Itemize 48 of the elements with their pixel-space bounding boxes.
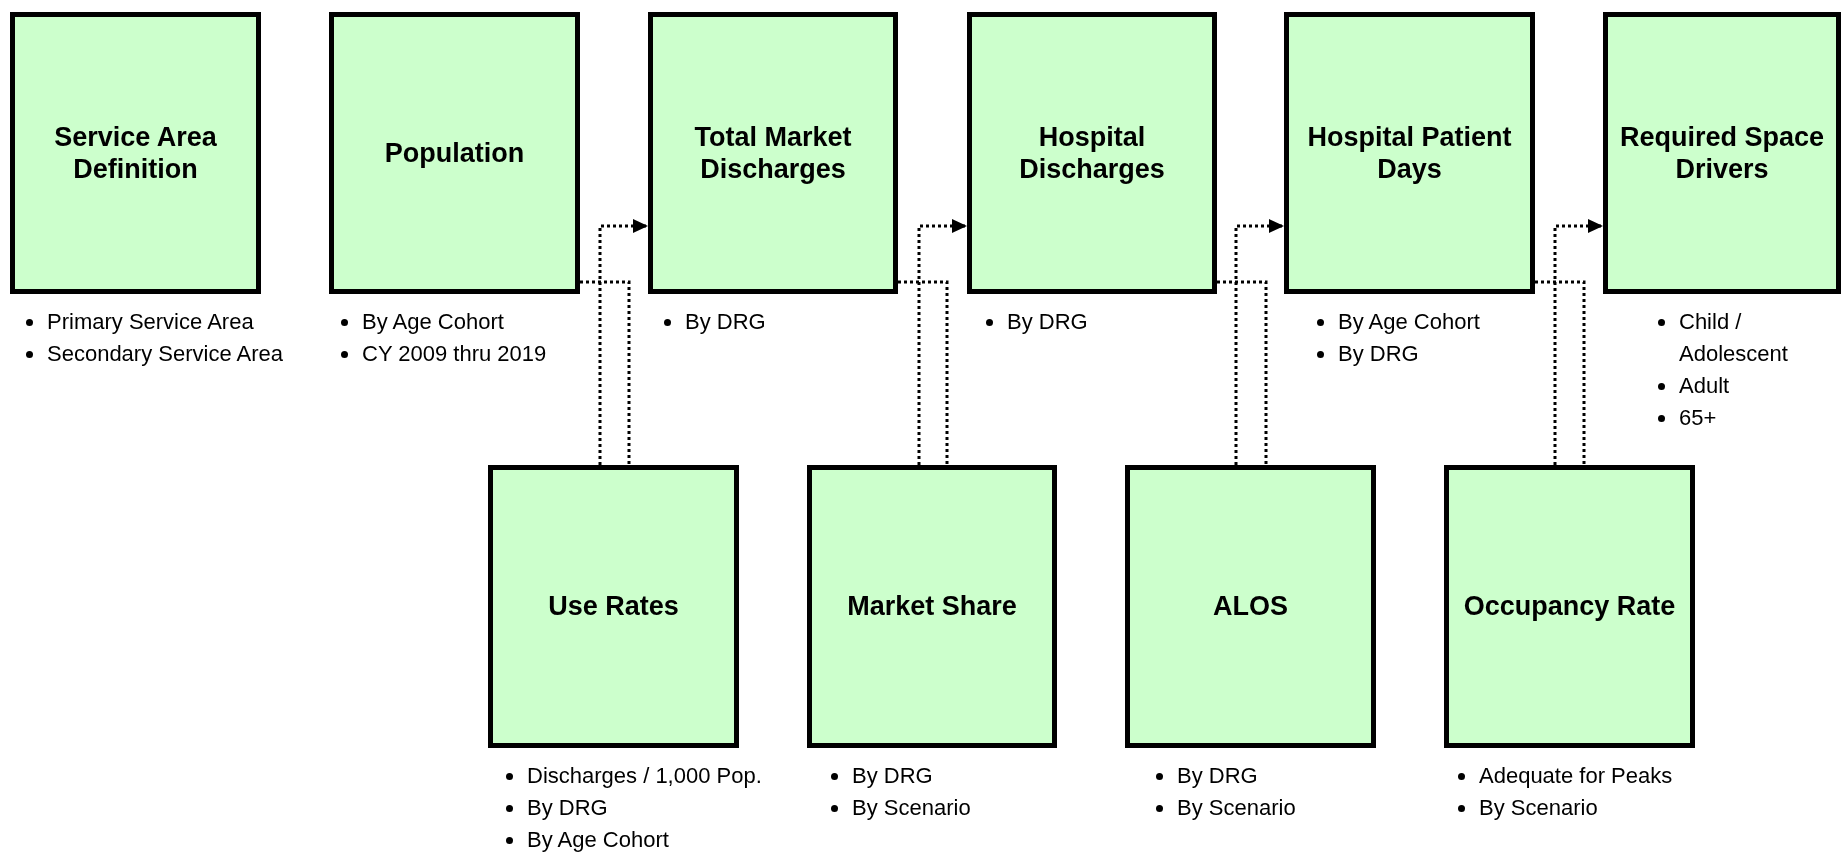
bullet-text: By DRG (1177, 762, 1258, 790)
process-box (967, 12, 1217, 294)
bullet-text: By Age Cohort (1338, 308, 1480, 336)
bullet-text: CY 2009 thru 2019 (362, 340, 547, 368)
dotted-arrow (1553, 219, 1603, 465)
bullet-text: By Scenario (1479, 794, 1598, 822)
box-title: Market Share (846, 590, 1018, 623)
box-title: Population (383, 136, 526, 170)
bullet-text: Child / Adolescent (1679, 308, 1789, 368)
process-box (329, 12, 580, 294)
bullet-text: By Age Cohort (527, 826, 669, 854)
bullet-text: By Scenario (1177, 794, 1296, 822)
process-box (1603, 12, 1841, 294)
dotted-connector (1535, 280, 1586, 465)
bullet-text: By DRG (852, 762, 933, 790)
process-box (648, 12, 898, 294)
dotted-arrow (598, 219, 648, 465)
dotted-connector (1217, 280, 1268, 465)
box-title: Use Rates (547, 590, 680, 623)
bullet-text: By DRG (527, 794, 608, 822)
bullet-text: Primary Service Area (47, 308, 254, 336)
dotted-arrow (1234, 219, 1284, 465)
box-title: Hospital Patient Days (1306, 120, 1513, 186)
bullet-text: Secondary Service Area (47, 340, 284, 368)
box-title: ALOS (1212, 590, 1289, 623)
process-box (807, 465, 1057, 748)
bullet-text: By DRG (1007, 308, 1088, 336)
process-box (10, 12, 261, 294)
dotted-connector (580, 280, 631, 465)
bullet-text: By Scenario (852, 794, 971, 822)
process-box (1444, 465, 1695, 748)
bullet-text: Adult (1679, 372, 1730, 400)
bullet-text: By DRG (1338, 340, 1419, 368)
dotted-connector (898, 280, 949, 465)
process-box (1284, 12, 1535, 294)
bullet-text: By DRG (685, 308, 766, 336)
box-title: Required Space Drivers (1618, 120, 1826, 186)
box-title: Occupancy Rate (1462, 590, 1677, 623)
process-box (488, 465, 739, 748)
box-title: Service Area Definition (53, 120, 218, 186)
bullet-text: Adequate for Peaks (1479, 762, 1673, 790)
bullet-text: Discharges / 1,000 Pop. (527, 762, 762, 790)
dotted-arrow (917, 219, 967, 465)
bullet-text: 65+ (1679, 404, 1717, 432)
bullet-text: By Age Cohort (362, 308, 504, 336)
box-title: Total Market Discharges (693, 120, 853, 186)
process-box (1125, 465, 1376, 748)
box-title: Hospital Discharges (1018, 120, 1166, 186)
